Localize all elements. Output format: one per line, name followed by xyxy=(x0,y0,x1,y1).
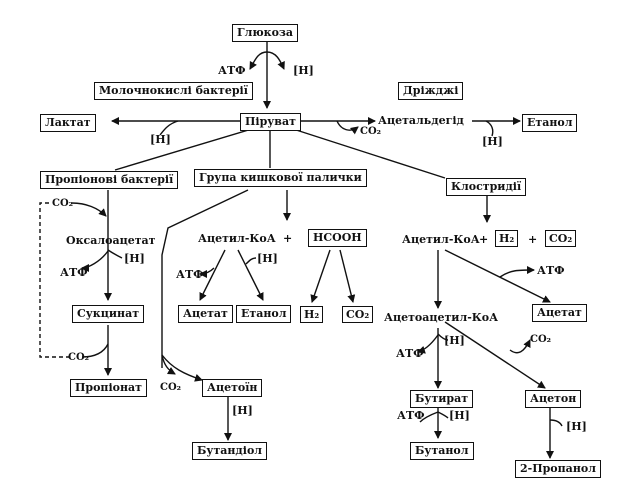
yeast-node: Дріжджі xyxy=(398,82,464,100)
acetyl-coa-clost-text: Ацетил-КоА xyxy=(402,233,480,246)
pyruvate-node: Піруват xyxy=(240,113,301,131)
glucose-node: Глюкоза xyxy=(232,24,299,42)
acetate-coli-node: Ацетат xyxy=(178,305,233,323)
h-label-butanol: [H] xyxy=(449,409,470,422)
co2-label-acetone: CO₂ xyxy=(530,334,552,345)
plus-sign-clost-1: + xyxy=(479,233,489,246)
oxaloacetate-text: Оксалоацетат xyxy=(66,234,156,247)
acetaldehyde-text: Ацетальдегід xyxy=(378,114,464,127)
h-label-propanol: [H] xyxy=(566,420,587,433)
butyrate-node: Бутират xyxy=(410,390,474,408)
h-label-glucose: [H] xyxy=(293,64,314,77)
butanediol-node: Бутандіол xyxy=(192,442,268,460)
atp-label-clost: АТФ xyxy=(537,264,565,277)
co2-label-acetoin: CO₂ xyxy=(160,382,182,393)
atp-label-oxaloacetate: АТФ xyxy=(60,266,88,279)
co2-label-propionic-bottom: CO₂ xyxy=(68,352,90,363)
butanol-node: Бутанол xyxy=(410,442,474,460)
co2-label-propionic-top: CO₂ xyxy=(52,198,74,209)
co2-coli-node: CO₂ xyxy=(342,306,374,323)
plus-sign-clost-2: + xyxy=(528,233,538,246)
h2-clost-node: H₂ xyxy=(495,230,519,247)
acetyl-coa-coli-text: Ацетил-КоА xyxy=(198,232,276,245)
acetate-clost-node: Ацетат xyxy=(532,304,587,322)
h-label-acetoin: [H] xyxy=(232,404,253,417)
coli-group-node: Група кишкової палички xyxy=(194,169,367,187)
clostridia-node: Клостридії xyxy=(446,178,527,196)
ethanol-yeast-node: Етанол xyxy=(522,114,578,132)
acetone-node: Ацетон xyxy=(525,390,582,408)
atp-label-butyrate: АТФ xyxy=(396,347,424,360)
atp-label-glucose: АТФ xyxy=(218,64,246,77)
propionate-node: Пропіонат xyxy=(70,379,147,397)
atp-label-coli: АТФ xyxy=(176,268,204,281)
h-label-lactate: [H] xyxy=(150,133,171,146)
h-label-ethanol: [H] xyxy=(482,135,503,148)
h-label-oxaloacetate: [H] xyxy=(124,252,145,265)
lactic-bacteria-node: Молочнокислі бактерії xyxy=(94,82,253,100)
plus-sign-coli: + xyxy=(283,232,293,245)
hcooh-node: НСООН xyxy=(308,229,367,247)
co2-label-acetaldehyde: CO₂ xyxy=(360,126,382,137)
propionic-bacteria-node: Пропіонові бактерії xyxy=(40,171,179,189)
propanol-node: 2-Пропанол xyxy=(515,460,601,478)
acetoin-node: Ацетоїн xyxy=(202,379,263,397)
h-label-coli: [H] xyxy=(257,252,278,265)
acetoacetyl-coa-text: Ацетоацетил-КоА xyxy=(384,311,499,324)
lactate-node: Лактат xyxy=(40,114,96,132)
succinate-node: Сукцинат xyxy=(72,305,145,323)
co2-clost-node: CO₂ xyxy=(545,230,577,247)
atp-label-butanol: АТФ xyxy=(397,409,425,422)
h2-coli-node: H₂ xyxy=(300,306,324,323)
h-label-acetoacetyl: [H] xyxy=(444,334,465,347)
ethanol-coli-node: Етанол xyxy=(236,305,292,323)
